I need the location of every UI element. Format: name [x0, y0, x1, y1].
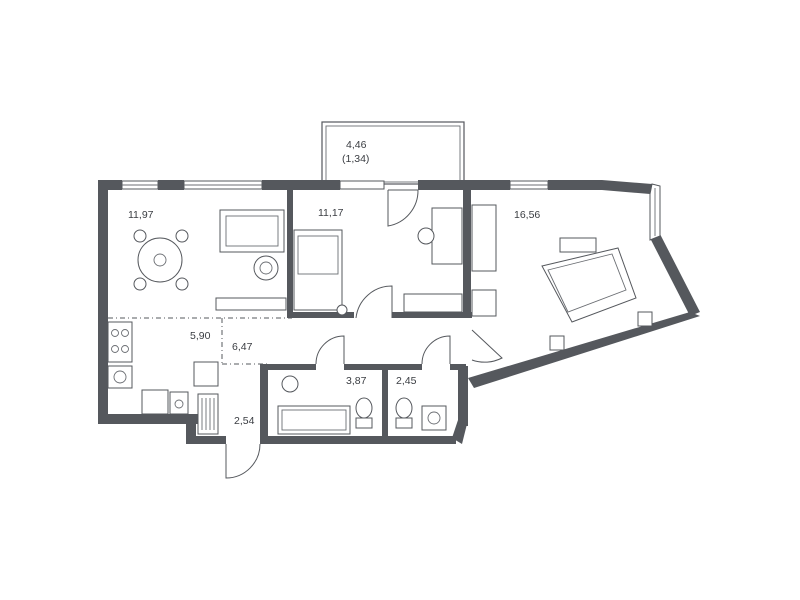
exterior-walls — [98, 180, 700, 444]
living-room-furniture — [133, 209, 287, 311]
balcony-reduced-area-label: (1,34) — [342, 153, 369, 165]
entrance-area-label: 2,54 — [234, 415, 255, 427]
balcony — [321, 121, 465, 185]
bedroom-large-area-label: 16,56 — [514, 209, 540, 221]
hall-area-label: 6,47 — [232, 341, 253, 353]
small-bedroom-furniture — [293, 207, 463, 316]
toilet-area-label: 2,45 — [396, 375, 417, 387]
doors — [225, 189, 503, 479]
bedroom-small-area-label: 11,17 — [318, 207, 344, 219]
balcony-area-label: 4,46 — [346, 139, 367, 151]
kitchen-area-label: 5,90 — [190, 330, 211, 342]
room-labels: 4,46 (1,34) 11,97 11,17 16,56 5,90 6,47 … — [128, 139, 540, 427]
kitchen-fixtures — [107, 321, 219, 435]
bathroom-area-label: 3,87 — [346, 375, 367, 387]
zone-lines — [108, 317, 292, 365]
bathroom-fixtures — [277, 375, 447, 435]
large-bedroom-furniture — [471, 204, 653, 351]
living-kitchen-area-label: 11,97 — [128, 209, 154, 221]
windows — [121, 180, 661, 241]
